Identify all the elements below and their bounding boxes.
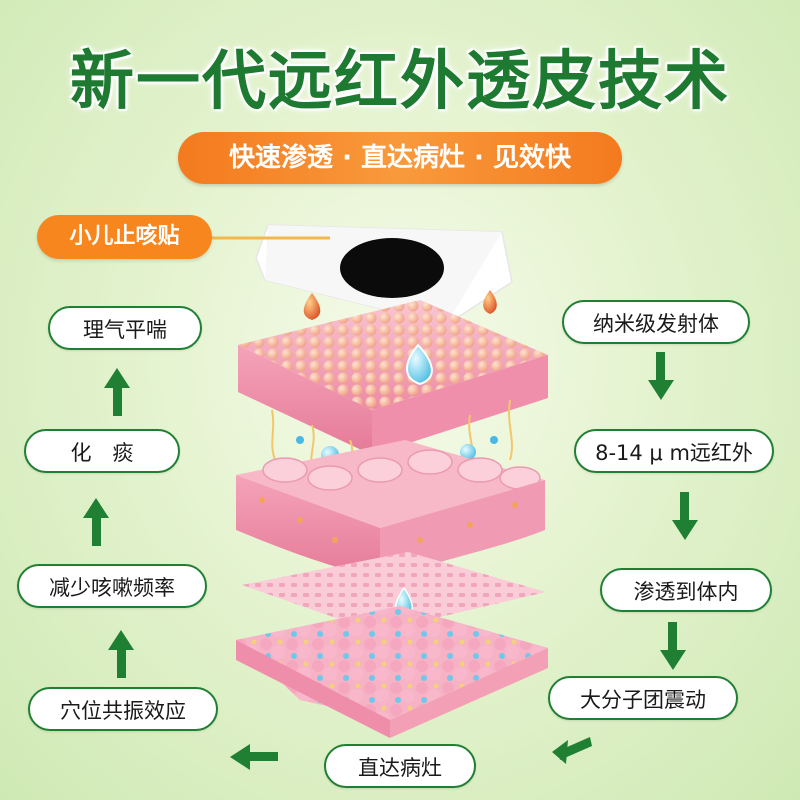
- cycle-step-asthma: 理气平喘: [48, 306, 202, 350]
- cycle-step-far-infrared: 8-14 μ m远红外: [574, 429, 774, 473]
- patch-icon: [212, 224, 513, 326]
- arrow-left-icon: [230, 744, 278, 770]
- cycle-step-phlegm: 化 痰: [24, 429, 180, 473]
- cycle-step-reach-lesion: 直达病灶: [324, 744, 476, 788]
- arrow-down-icon: [672, 492, 698, 540]
- arrow-down-icon: [660, 622, 686, 670]
- feature-banner: 快速渗透 · 直达病灶 · 见效快: [178, 132, 622, 184]
- cycle-step-reduce-cough: 减少咳嗽频率: [17, 564, 207, 608]
- cycle-step-penetrate: 渗透到体内: [600, 568, 772, 612]
- cycle-step-molecule-vibration: 大分子团震动: [548, 676, 738, 720]
- arrow-left-icon: [552, 737, 592, 764]
- arrow-up-icon: [83, 498, 109, 546]
- arrow-up-icon: [108, 630, 134, 678]
- arrow-down-icon: [648, 352, 674, 400]
- cycle-step-nano-emitter: 纳米级发射体: [562, 300, 750, 344]
- page-title: 新一代远红外透皮技术: [70, 45, 730, 119]
- cycle-step-acupoint-resonance: 穴位共振效应: [28, 687, 218, 731]
- arrow-up-icon: [104, 368, 130, 416]
- product-tag: 小儿止咳贴: [37, 215, 212, 259]
